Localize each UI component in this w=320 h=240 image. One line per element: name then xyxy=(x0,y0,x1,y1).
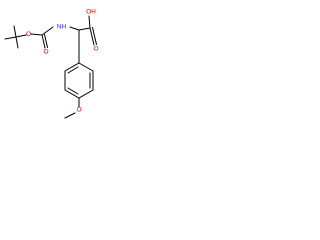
tert-butyl-group xyxy=(4,25,27,49)
bond-acid-c-oh xyxy=(88,15,91,29)
carbamate-carbonyl-oxygen-label: O xyxy=(43,49,48,56)
bond-acid-c-o-double-1 xyxy=(89,27,95,46)
hydroxyl-label: OH xyxy=(86,9,96,16)
bond-ester-o-carbonyl-c xyxy=(30,33,43,36)
methoxy-group xyxy=(64,97,80,119)
bond-methoxy-o-methyl xyxy=(64,112,76,119)
carboxylic-acid-group xyxy=(78,15,97,46)
acid-carbonyl-oxygen-label: O xyxy=(93,46,98,53)
carbamate-group xyxy=(30,26,54,49)
ring-double-bond-2 xyxy=(67,87,79,95)
ring-outline xyxy=(64,62,94,99)
bond-tbu-c1-methyl-left xyxy=(4,36,17,40)
bond-nh-alpha-c xyxy=(69,26,80,31)
benzene-ring xyxy=(64,62,94,99)
bond-alpha-c-acid-c xyxy=(78,27,91,31)
ring-double-bond-3 xyxy=(67,66,79,74)
bond-carbonyl-c-o-double-2 xyxy=(44,34,48,48)
bond-acid-c-o-double-2 xyxy=(92,27,97,45)
ester-oxygen-label: O xyxy=(26,31,31,38)
bond-carbonyl-c-o-double-1 xyxy=(41,34,46,49)
methoxy-oxygen-label: O xyxy=(76,107,81,114)
molecule-structure-diagram: O O NH OH O O xyxy=(4,9,99,119)
bond-carbonyl-c-nh xyxy=(41,26,54,36)
bond-tbu-c1-methyl-top xyxy=(13,25,17,38)
nh-label: NH xyxy=(57,24,67,31)
bond-tbu-c1-ester-o xyxy=(15,34,27,38)
bond-tbu-c1-methyl-bottom xyxy=(15,36,19,49)
